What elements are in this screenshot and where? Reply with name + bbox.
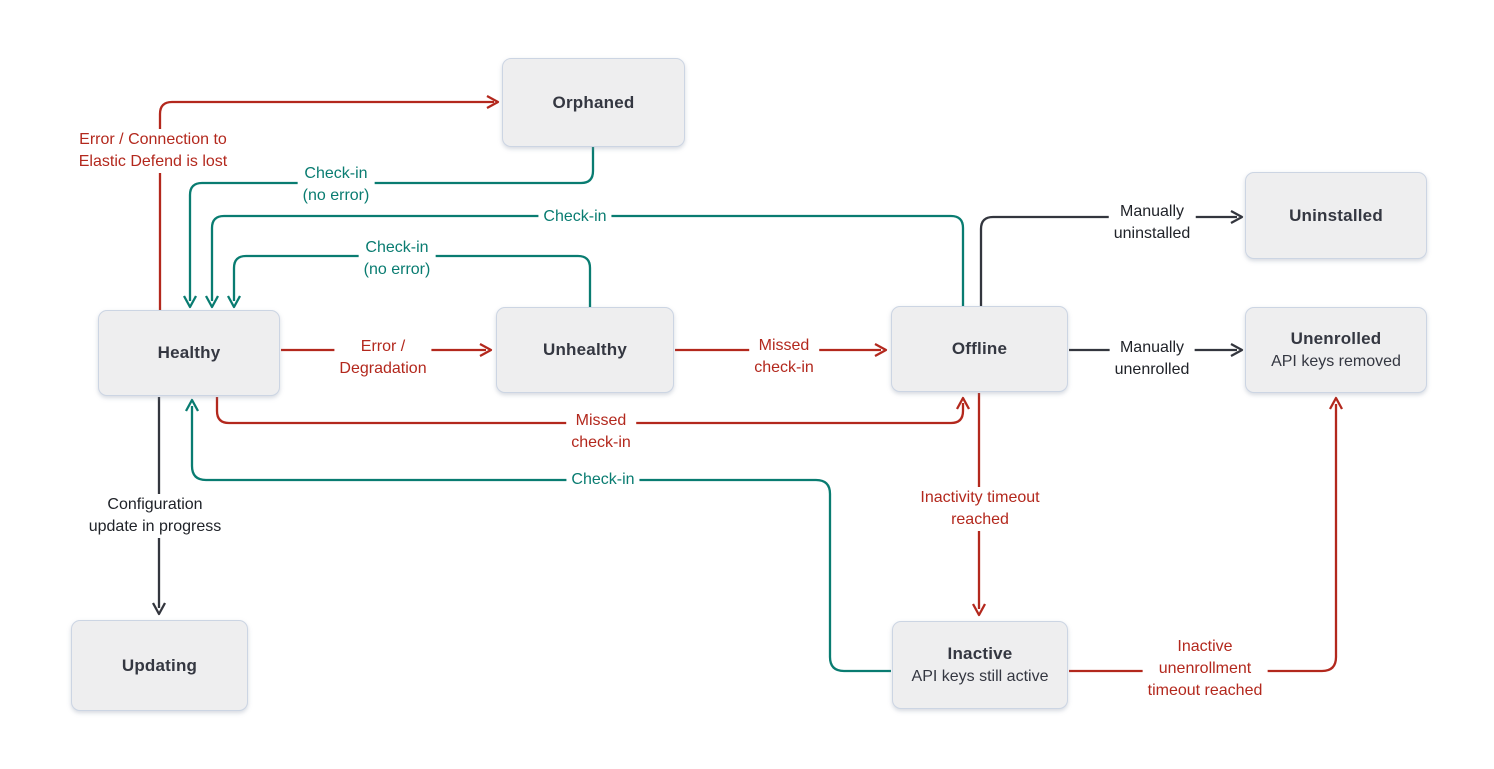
arrowhead-down-icon bbox=[971, 603, 987, 617]
node-inactive: Inactive API keys still active bbox=[892, 621, 1068, 709]
arrowhead-down-icon bbox=[182, 295, 198, 309]
edge-label-error-connection-lost: Error / Connection to Elastic Defend is … bbox=[73, 129, 233, 173]
edge-label-inactive-unenrollment-timeout: Inactive unenrollment timeout reached bbox=[1142, 636, 1268, 702]
node-inactive-label: Inactive bbox=[947, 644, 1013, 663]
node-unhealthy: Unhealthy bbox=[496, 307, 674, 393]
node-unhealthy-label: Unhealthy bbox=[543, 340, 627, 359]
arrowhead-down-icon bbox=[151, 602, 167, 616]
edge-label-checkin-no-error-unhealthy: Check-in (no error) bbox=[358, 237, 436, 281]
edge-label-configuration-update: Configuration update in progress bbox=[83, 494, 227, 538]
node-uninstalled-label: Uninstalled bbox=[1289, 205, 1383, 225]
edge-healthy-to-orphaned bbox=[158, 94, 500, 310]
edge-orphaned-to-healthy bbox=[182, 147, 595, 309]
edge-offline-to-uninstalled bbox=[979, 209, 1244, 306]
edge-inactive-to-unenrolled bbox=[1069, 396, 1344, 673]
node-offline-label: Offline bbox=[951, 339, 1008, 358]
node-healthy-label: Healthy bbox=[157, 343, 221, 362]
arrowhead-right-icon bbox=[1230, 342, 1244, 358]
edge-label-checkin-no-error-orphaned: Check-in (no error) bbox=[297, 163, 375, 207]
edge-inactive-to-healthy bbox=[184, 398, 891, 673]
edge-offline-to-healthy bbox=[204, 214, 965, 309]
arrowhead-right-icon bbox=[479, 342, 493, 358]
node-orphaned-label: Orphaned bbox=[552, 92, 635, 112]
arrowhead-up-icon bbox=[1328, 396, 1344, 410]
arrowhead-up-icon bbox=[955, 396, 971, 410]
edge-label-missed-checkin-healthy: Missed check-in bbox=[566, 410, 636, 454]
edge-label-manually-uninstalled: Manually uninstalled bbox=[1108, 201, 1196, 245]
node-unenrolled: Unenrolled API keys removed bbox=[1245, 307, 1427, 393]
edge-label-missed-checkin-unhealthy: Missed check-in bbox=[749, 335, 819, 379]
edge-label-error-degradation: Error / Degradation bbox=[334, 336, 432, 380]
node-uninstalled: Uninstalled bbox=[1245, 172, 1427, 259]
node-offline: Offline bbox=[891, 306, 1068, 392]
node-updating: Updating bbox=[71, 620, 248, 711]
node-healthy: Healthy bbox=[98, 310, 280, 396]
node-unenrolled-label: Unenrolled bbox=[1290, 329, 1382, 348]
arrowhead-right-icon bbox=[1230, 209, 1244, 225]
edge-label-checkin-offline: Check-in bbox=[538, 206, 612, 228]
edge-label-inactivity-timeout: Inactivity timeout reached bbox=[915, 487, 1045, 531]
edge-label-manually-unenrolled: Manually unenrolled bbox=[1109, 337, 1195, 381]
node-updating-label: Updating bbox=[121, 655, 198, 675]
node-orphaned: Orphaned bbox=[502, 58, 685, 147]
arrowhead-down-icon bbox=[204, 295, 220, 309]
node-unenrolled-sublabel: API keys removed bbox=[1271, 353, 1401, 370]
arrowhead-up-icon bbox=[184, 398, 200, 412]
arrowhead-right-icon bbox=[486, 94, 500, 110]
arrowhead-right-icon bbox=[874, 342, 888, 358]
edge-label-checkin-inactive: Check-in bbox=[566, 469, 640, 491]
node-inactive-sublabel: API keys still active bbox=[911, 668, 1049, 685]
arrowhead-down-icon bbox=[226, 295, 242, 309]
